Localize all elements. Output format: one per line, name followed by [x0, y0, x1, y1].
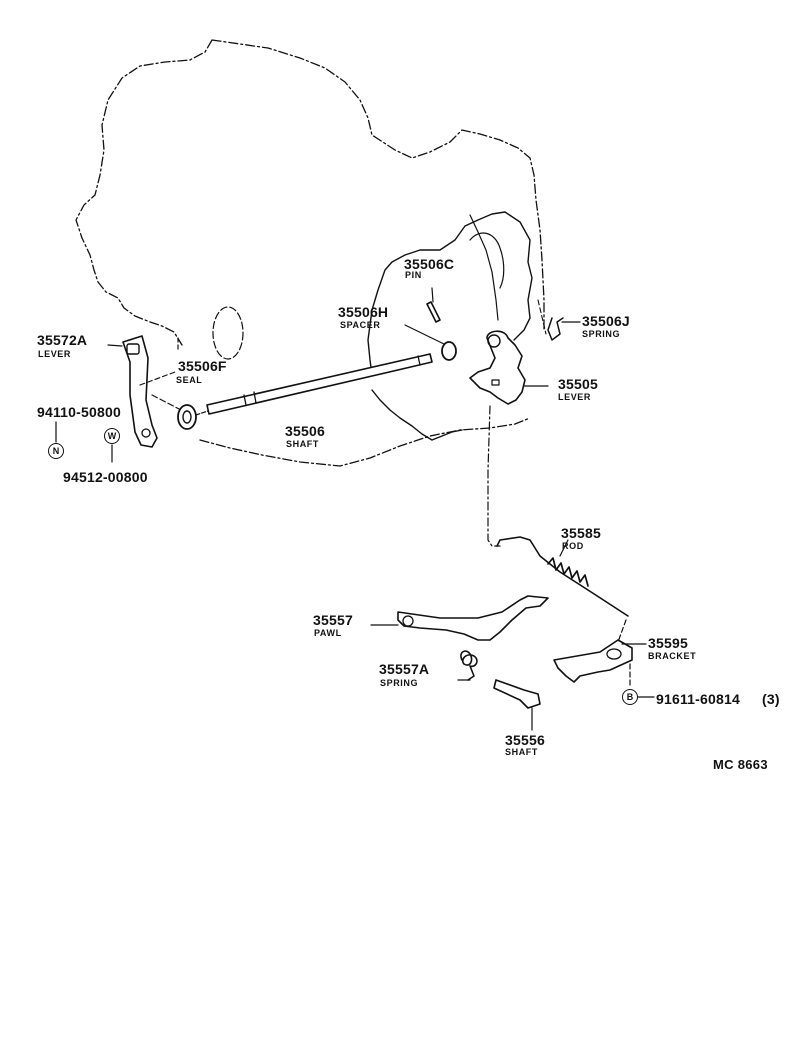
part-name-35505: LEVER: [558, 392, 592, 402]
part-number-35506: 35506: [285, 423, 325, 439]
transmission-case-outline: [75, 39, 545, 346]
part-name-35557: PAWL: [314, 628, 342, 638]
shaft-dash-to-seal: [195, 410, 209, 416]
spring-j-dash: [537, 299, 547, 335]
part-number-35506h: 35506H: [338, 304, 389, 320]
part-number-35572a: 35572A: [37, 332, 88, 348]
case-opening-outline: [212, 306, 244, 360]
housing-inner-edge: [469, 214, 499, 321]
part-number-35506j: 35506J: [582, 313, 630, 329]
shaft-groove-2: [253, 391, 257, 404]
lever-hole: [141, 428, 151, 438]
part-name-35595: BRACKET: [648, 651, 697, 661]
seal-inner: [182, 410, 192, 424]
rod-spring-coil: [547, 557, 589, 587]
spring-35506j: [547, 317, 564, 341]
case-lower-outline: [199, 417, 531, 467]
seal-35506f: [177, 404, 197, 430]
part-number-35506c: 35506C: [404, 256, 455, 272]
part-number-35506f: 35506F: [178, 358, 227, 374]
part-name-35572a: LEVER: [38, 349, 72, 359]
shaft-35556: [493, 679, 541, 709]
fastener-qty-91611: (3): [762, 691, 780, 707]
part-name-35506c: PIN: [405, 270, 422, 280]
part-number-35557a: 35557A: [379, 661, 430, 677]
lever-boss: [487, 334, 501, 348]
spacer-leader: [404, 324, 445, 345]
housing-curve: [469, 232, 505, 289]
rod-35585-leader: [559, 539, 569, 557]
lever-shaft-leader: [151, 394, 182, 411]
part-name-35585: ROD: [562, 541, 584, 551]
seal-lever-dash: [139, 371, 176, 386]
spring-35557a: [460, 650, 478, 681]
part-name-35506j: SPRING: [582, 329, 621, 339]
part-name-35506f: SEAL: [176, 375, 203, 385]
pin-35506c: [426, 301, 441, 323]
pin-leader: [431, 287, 434, 303]
rod-35585: [496, 536, 629, 617]
shaft-groove-1: [243, 394, 247, 406]
pawl-pivot: [402, 615, 414, 627]
part-name-35557a: SPRING: [380, 678, 419, 688]
part-number-35505: 35505: [558, 376, 598, 392]
bolt-symbol-icon: B: [622, 689, 638, 705]
lever-35572a-leader: [107, 344, 123, 347]
washer-symbol-icon: W: [104, 428, 120, 444]
shaft-groove-3: [417, 355, 421, 366]
part-number-35595: 35595: [648, 635, 688, 651]
fastener-number-94110: 94110-50800: [37, 404, 121, 420]
nut-symbol-icon: N: [48, 443, 64, 459]
spacer-35506h: [441, 341, 457, 361]
lever-slot-small: [491, 379, 500, 386]
extension-housing-outline: [367, 211, 533, 376]
part-number-35557: 35557: [313, 612, 353, 628]
lever-35505: [469, 330, 526, 405]
pawl-35557: [397, 595, 549, 641]
part-name-35506h: SPACER: [340, 320, 381, 330]
part-name-35506: SHAFT: [286, 439, 319, 449]
bracket-35595: [553, 639, 633, 683]
lever-slot: [126, 343, 140, 355]
part-number-35556: 35556: [505, 732, 545, 748]
shaft-35506: [206, 353, 433, 415]
lever-rod-dash: [487, 405, 501, 547]
part-number-35585: 35585: [561, 525, 601, 541]
diagram-code: MC 8663: [713, 757, 768, 772]
lever-35572a: [122, 335, 158, 448]
bracket-rod-dash: [617, 619, 627, 643]
part-name-35556: SHAFT: [505, 747, 538, 757]
fastener-number-91611: 91611-60814: [656, 691, 740, 707]
fastener-number-94512: 94512-00800: [63, 469, 148, 485]
bracket-hole: [606, 648, 622, 660]
housing-lower-edge: [371, 389, 463, 441]
